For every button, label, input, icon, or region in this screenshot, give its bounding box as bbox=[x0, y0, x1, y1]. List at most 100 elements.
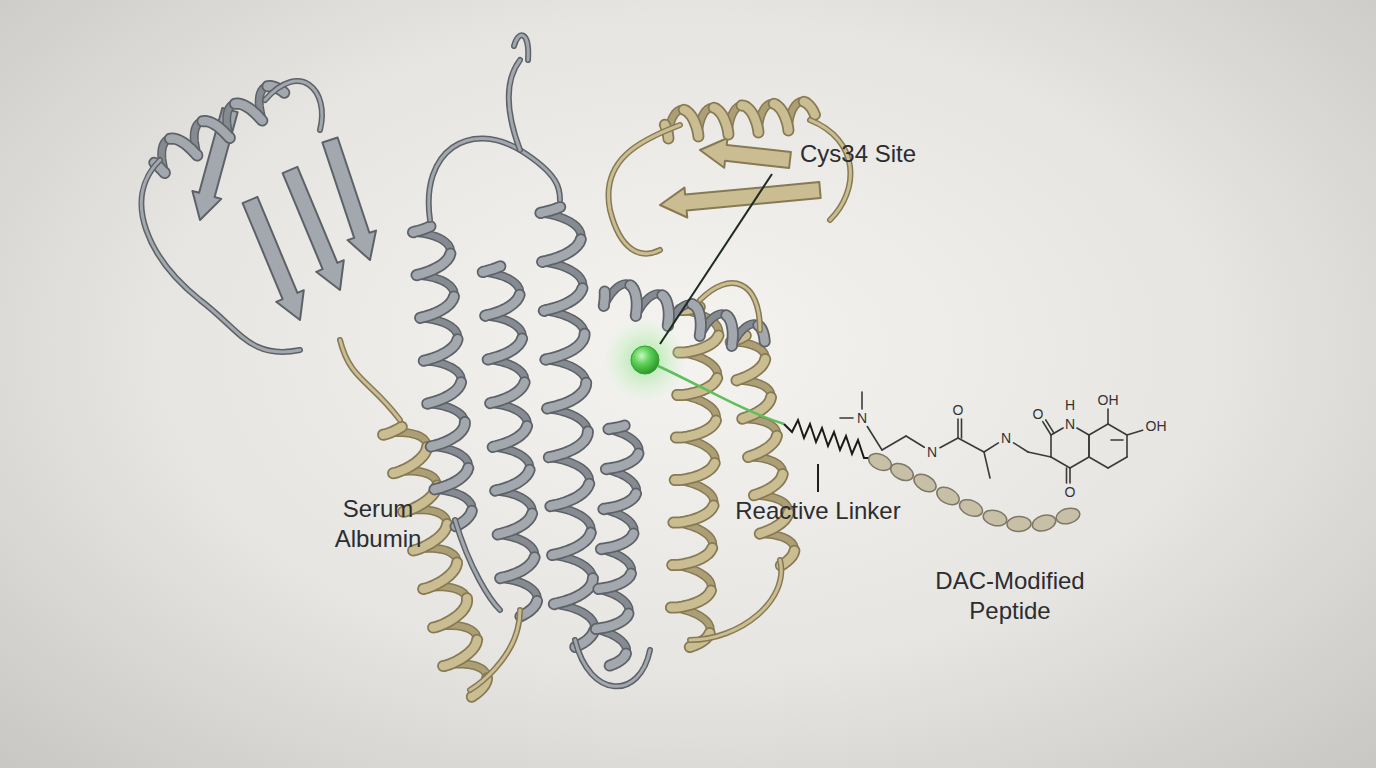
atom-label: H bbox=[1065, 398, 1075, 412]
chem-bond bbox=[1111, 439, 1123, 441]
helix-ribbon bbox=[676, 421, 716, 438]
protein-loop bbox=[429, 138, 560, 220]
helix-ribbon bbox=[671, 591, 711, 608]
helix-ribbon bbox=[692, 304, 701, 336]
helix-ribbon bbox=[742, 397, 771, 418]
helix-ribbon bbox=[737, 359, 766, 380]
helix-ribbon bbox=[672, 548, 712, 565]
helix-ribbon bbox=[742, 397, 771, 418]
chem-bond bbox=[840, 417, 853, 419]
helix-ribbon bbox=[554, 578, 593, 604]
helix-ribbon bbox=[554, 578, 593, 604]
protein-loop bbox=[608, 125, 680, 254]
atom-label: N bbox=[1065, 417, 1075, 431]
atom-label: OH bbox=[1098, 393, 1119, 407]
chem-bond bbox=[882, 436, 906, 450]
chem-bond bbox=[940, 438, 958, 448]
helix-ribbon bbox=[393, 447, 427, 473]
peptide-bead bbox=[1055, 506, 1082, 526]
chem-bond bbox=[1089, 457, 1108, 468]
beta-strand bbox=[700, 138, 791, 168]
helix-ribbon bbox=[630, 285, 637, 316]
protein-loop bbox=[141, 160, 300, 352]
helix-ribbon bbox=[596, 614, 629, 629]
protein-loop bbox=[455, 520, 500, 610]
helix-ribbon bbox=[714, 108, 729, 135]
helix-ribbon bbox=[542, 239, 581, 262]
chem-bond bbox=[906, 436, 924, 447]
helix-ribbon bbox=[417, 254, 451, 276]
protein-loop bbox=[470, 610, 520, 690]
helix-ribbon bbox=[413, 226, 431, 232]
protein-loop bbox=[690, 560, 781, 640]
chem-bond bbox=[1050, 435, 1052, 457]
helix-ribbon bbox=[495, 470, 529, 491]
chem-bond bbox=[1043, 422, 1051, 435]
helix-ribbon bbox=[488, 339, 522, 360]
helix-ribbon bbox=[540, 207, 560, 213]
chem-bond bbox=[1014, 443, 1028, 452]
helix-ribbon bbox=[493, 426, 527, 447]
protein-loop bbox=[265, 81, 322, 130]
helix-ribbon bbox=[549, 432, 588, 458]
helix-ribbon bbox=[610, 654, 626, 666]
helix-ribbon bbox=[423, 563, 457, 589]
helix-ribbon bbox=[434, 468, 468, 490]
beta-strand bbox=[660, 182, 821, 218]
protein-loop bbox=[514, 35, 528, 60]
peptide-bead bbox=[1030, 512, 1057, 533]
protein-loop bbox=[340, 340, 400, 420]
helix-ribbon bbox=[552, 533, 591, 556]
helix-ribbon bbox=[726, 315, 733, 346]
helix-ribbon bbox=[774, 104, 789, 131]
helix-ribbon bbox=[417, 254, 451, 276]
helix-ribbon bbox=[675, 463, 715, 480]
chem-bond bbox=[1108, 424, 1127, 435]
peptide-bead bbox=[911, 471, 939, 496]
atom-label: N bbox=[1001, 431, 1011, 445]
helix-ribbon bbox=[544, 288, 583, 311]
helix-ribbon bbox=[545, 334, 584, 360]
chem-bond bbox=[1107, 409, 1109, 424]
helix-ribbon bbox=[500, 557, 534, 578]
helix-ribbon bbox=[608, 426, 624, 430]
chem-bond bbox=[957, 419, 959, 438]
helix-ribbon bbox=[596, 614, 629, 629]
protein-loop bbox=[700, 283, 760, 330]
helix-ribbon bbox=[598, 574, 631, 589]
helix-ribbon bbox=[671, 591, 711, 608]
helix-ribbon bbox=[203, 121, 230, 138]
chem-bond bbox=[961, 419, 963, 438]
helix-ribbon bbox=[433, 598, 467, 627]
helix-ribbon bbox=[443, 640, 477, 666]
helix-ribbon bbox=[547, 383, 586, 409]
helix-ribbon bbox=[673, 506, 713, 523]
helix-ribbon bbox=[431, 422, 465, 446]
helix-ribbon bbox=[662, 295, 669, 326]
helix-ribbon bbox=[483, 266, 501, 272]
helix-ribbon bbox=[498, 514, 532, 535]
chem-bond bbox=[1089, 424, 1108, 435]
protein-loop bbox=[340, 340, 400, 420]
helix-ribbon bbox=[552, 533, 591, 556]
helix-ribbon bbox=[545, 334, 584, 360]
chem-bond bbox=[984, 452, 990, 478]
helix-ribbon bbox=[520, 601, 537, 616]
helix-ribbon bbox=[754, 474, 783, 495]
protein-loop bbox=[608, 125, 680, 254]
protein-loop bbox=[509, 60, 520, 150]
protein-loop bbox=[141, 160, 300, 352]
chem-bond bbox=[958, 438, 984, 452]
peptide-bead bbox=[934, 484, 962, 508]
chem-bond bbox=[1069, 468, 1071, 483]
beta-strand bbox=[322, 138, 376, 261]
protein-loop bbox=[429, 138, 560, 220]
helix-ribbon bbox=[498, 514, 532, 535]
helix-ribbon bbox=[684, 110, 699, 137]
helix-ribbon bbox=[606, 454, 639, 470]
leader-line bbox=[660, 174, 772, 344]
helix-ribbon bbox=[493, 426, 527, 447]
protein-loop bbox=[509, 60, 520, 150]
helix-ribbon bbox=[383, 427, 402, 435]
peptide-bead bbox=[866, 450, 894, 474]
